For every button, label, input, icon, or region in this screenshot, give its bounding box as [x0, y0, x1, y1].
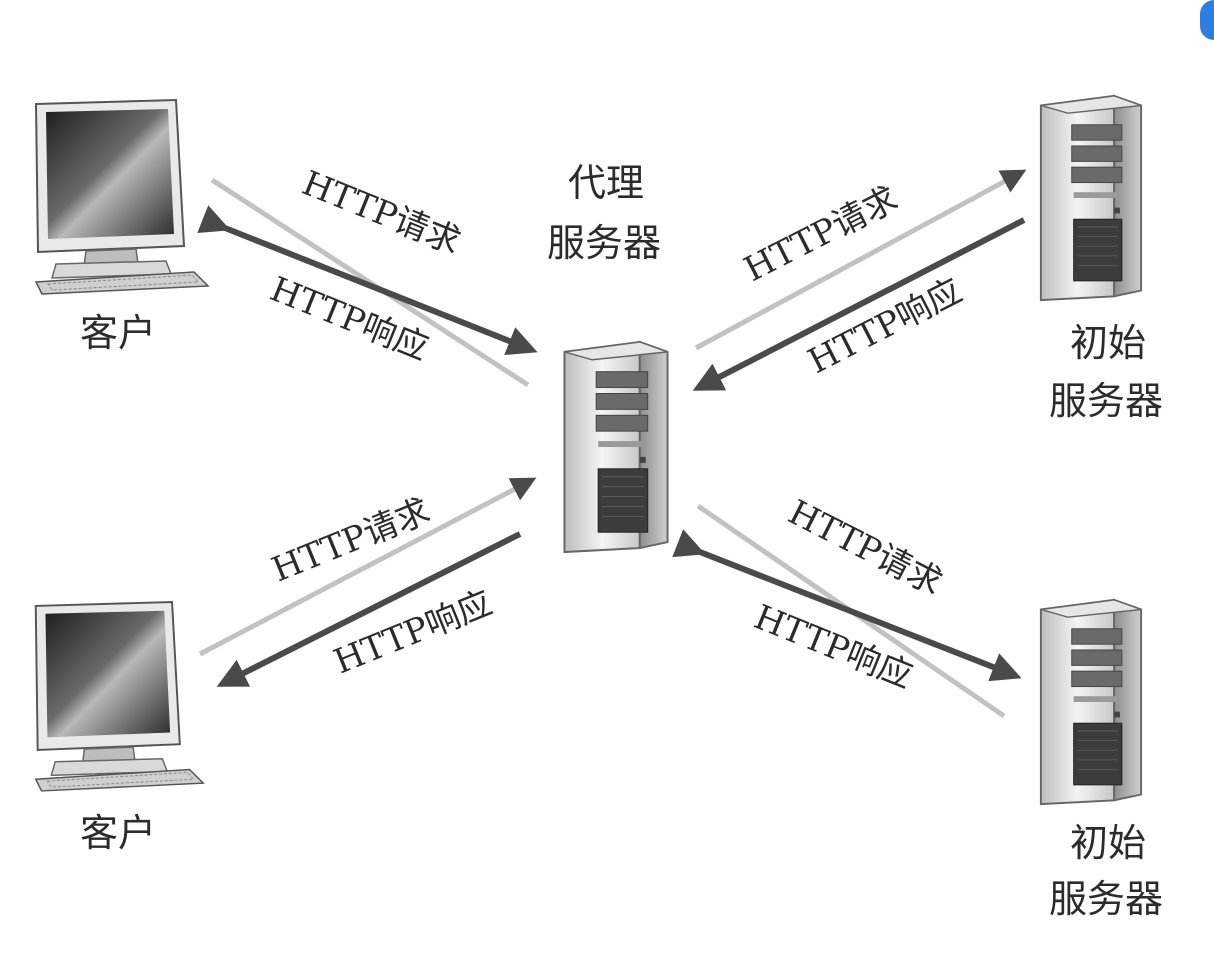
client-bottom-computer-icon [34, 601, 205, 792]
origin-bottom-label-line1: 初始 [1070, 821, 1146, 865]
request-arrow-client-top-to-proxy [197, 205, 538, 356]
corner-badge [1200, 0, 1214, 40]
client-top-label: 客户 [80, 311, 156, 355]
response-label-origin-top: HTTP响应 [802, 271, 969, 382]
request-arrow-client-bottom-to-proxy [198, 477, 537, 657]
origin-top-label-line1: 初始 [1070, 321, 1146, 365]
proxy-label-line1: 代理 [568, 161, 644, 205]
request-label-client-top: HTTP请求 [297, 163, 466, 262]
connectors [197, 169, 1027, 719]
response-arrow-origin-top-to-proxy [692, 217, 1026, 391]
proxy-label-line2: 服务器 [547, 221, 661, 265]
response-label-origin-bottom: HTTP响应 [749, 597, 918, 696]
origin-server-bottom-icon [1039, 598, 1143, 806]
client-bottom-label: 客户 [80, 811, 156, 855]
request-label-origin-bottom: HTTP请求 [782, 492, 949, 603]
response-label-client-top: HTTP响应 [265, 269, 434, 368]
client-top-computer-icon [35, 99, 209, 295]
response-arrow-origin-bottom-to-proxy [672, 529, 1022, 682]
proxy-server-icon [563, 340, 669, 554]
origin-top-label-line2: 服务器 [1049, 379, 1163, 423]
response-label-client-bottom: HTTP响应 [328, 583, 497, 682]
request-label-origin-top: HTTP请求 [738, 179, 905, 290]
origin-server-top-icon [1039, 94, 1143, 302]
origin-bottom-label-line2: 服务器 [1049, 877, 1163, 921]
response-arrow-proxy-to-client-bottom [216, 531, 522, 687]
request-arrow-proxy-to-origin-top [694, 169, 1027, 351]
